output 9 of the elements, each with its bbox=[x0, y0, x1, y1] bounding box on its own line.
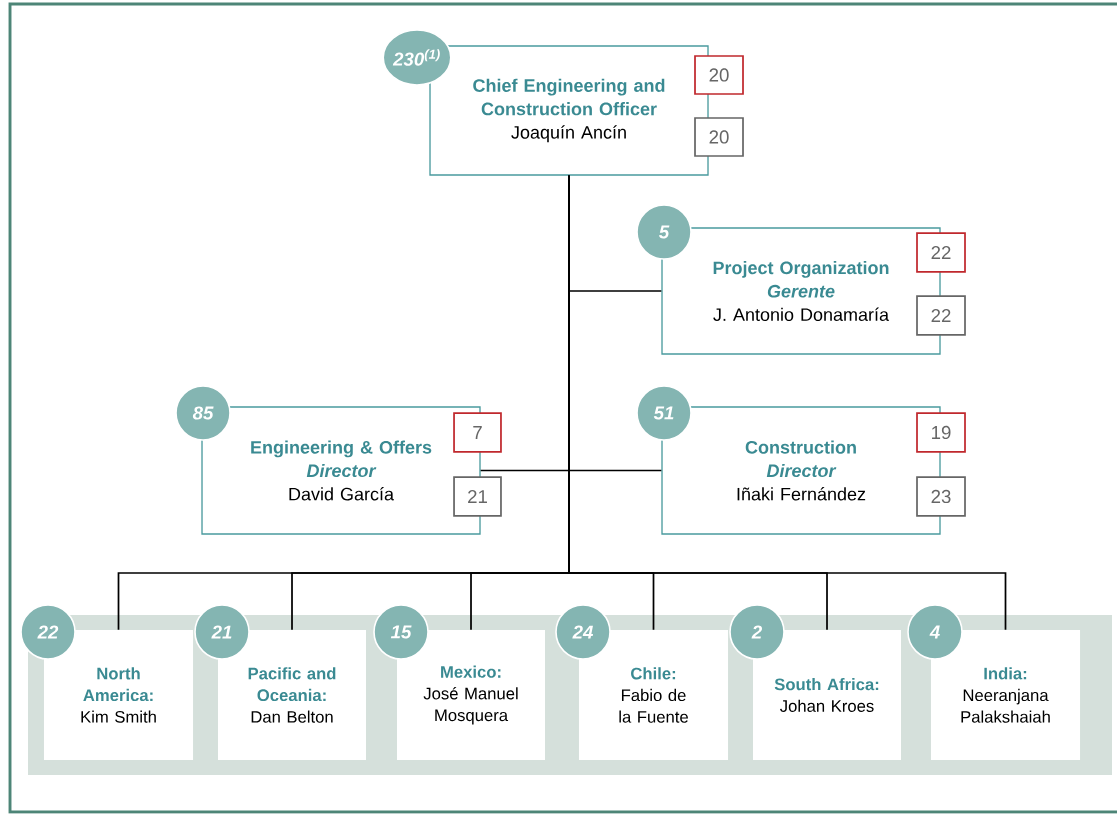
count-box: 21 bbox=[453, 476, 502, 517]
count-box: 22 bbox=[916, 232, 966, 273]
count-box: 7 bbox=[453, 412, 502, 453]
count-box: 19 bbox=[916, 412, 966, 453]
count-box: 20 bbox=[694, 117, 744, 157]
count-box: 20 bbox=[694, 55, 744, 95]
count-box: 23 bbox=[916, 476, 966, 517]
connector-line bbox=[568, 174, 1007, 631]
count-box: 22 bbox=[916, 295, 966, 336]
